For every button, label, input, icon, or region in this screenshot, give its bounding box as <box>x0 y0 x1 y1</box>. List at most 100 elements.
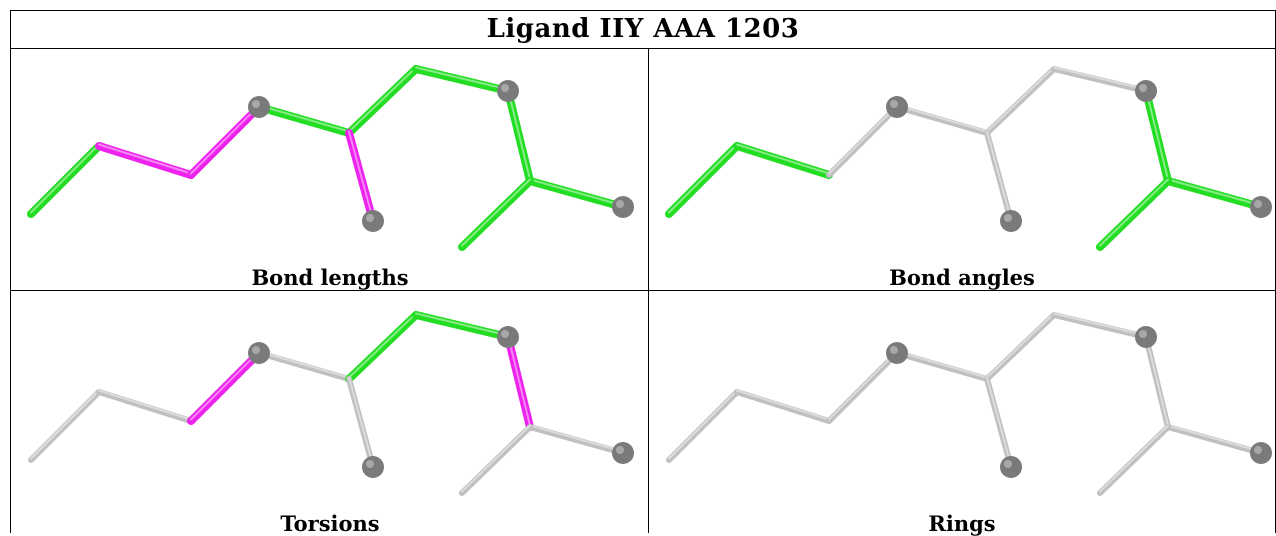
atom-sphere-6 <box>497 80 519 102</box>
atom-shine-6 <box>1139 330 1147 338</box>
bond-2-3 <box>826 104 900 178</box>
caption-bond-angles: Bond angles <box>889 265 1035 290</box>
bond-highlight-2-3 <box>828 350 898 421</box>
table-title: Ligand IIY AAA 1203 <box>486 14 800 44</box>
atom-shine-8 <box>1254 446 1262 454</box>
atom-sphere-10 <box>362 210 384 232</box>
atom-shine-6 <box>1139 84 1147 92</box>
bond-2-3 <box>187 103 263 179</box>
bond-4-5 <box>345 65 420 137</box>
atom-sphere-8 <box>612 442 634 464</box>
bond-highlight-0-1 <box>30 143 100 214</box>
bond-highlight-3-4 <box>258 104 350 133</box>
bond-6-7 <box>504 333 534 431</box>
bond-1-2 <box>733 142 833 179</box>
bond-1-2 <box>95 142 195 179</box>
bond-highlight-4-5 <box>986 312 1055 379</box>
atom-shine-3 <box>252 100 260 108</box>
caption-bond-lengths: Bond lengths <box>251 265 409 290</box>
bond-1-2 <box>734 389 832 424</box>
bond-7-9 <box>1097 424 1171 496</box>
atom-shine-8 <box>616 200 624 208</box>
atom-shine-6 <box>501 330 509 338</box>
molecule-view-torsions <box>28 311 634 496</box>
atom-shine-3 <box>890 100 898 108</box>
bond-highlight-7-8 <box>529 178 624 207</box>
atom-sphere-6 <box>1135 326 1157 348</box>
atom-sphere-10 <box>362 456 384 478</box>
bond-highlight-3-4 <box>258 350 350 379</box>
table-divider-center <box>648 48 649 533</box>
caption-torsions: Torsions <box>280 511 380 536</box>
atom-sphere-10 <box>1000 456 1022 478</box>
bond-2-3 <box>826 350 900 424</box>
bond-highlight-6-7 <box>507 334 531 427</box>
bond-7-9 <box>458 177 534 251</box>
bond-5-6 <box>412 65 512 95</box>
atom-sphere-8 <box>612 196 634 218</box>
atom-shine-8 <box>1254 200 1262 208</box>
atom-shine-3 <box>890 346 898 354</box>
bond-highlight-4-10 <box>986 376 1012 467</box>
atom-sphere-3 <box>886 342 908 364</box>
atom-shine-6 <box>501 84 509 92</box>
bond-highlight-2-3 <box>828 104 898 175</box>
bond-highlight-4-10 <box>986 130 1012 221</box>
bond-highlight-7-9 <box>461 178 531 247</box>
bond-3-4 <box>255 103 353 137</box>
bond-6-7 <box>504 87 534 185</box>
atom-sphere-6 <box>497 326 519 348</box>
bond-highlight-2-3 <box>190 104 260 175</box>
bond-highlight-4-10 <box>348 376 374 467</box>
bond-highlight-7-8 <box>1167 178 1262 207</box>
bond-highlight-5-6 <box>415 312 509 337</box>
bond-highlight-1-2 <box>736 143 830 175</box>
bond-3-4 <box>894 350 990 382</box>
bond-highlight-0-1 <box>30 389 100 460</box>
caption-rings: Rings <box>928 511 996 536</box>
bond-5-6 <box>1051 312 1149 340</box>
bond-7-9 <box>459 424 533 496</box>
bond-4-10 <box>984 376 1014 470</box>
bond-5-6 <box>412 311 512 341</box>
bond-highlight-4-5 <box>348 66 417 133</box>
bond-4-10 <box>345 129 377 225</box>
bond-4-5 <box>984 66 1057 136</box>
bond-highlight-7-8 <box>529 424 624 453</box>
bond-highlight-0-1 <box>668 389 738 460</box>
atom-sphere-6 <box>1135 80 1157 102</box>
bond-highlight-1-2 <box>98 143 192 175</box>
bond-highlight-6-7 <box>1145 88 1169 181</box>
bond-highlight-4-5 <box>348 312 417 379</box>
atom-sphere-3 <box>886 96 908 118</box>
bond-7-8 <box>527 424 626 456</box>
bond-7-8 <box>1165 424 1264 456</box>
bond-highlight-6-7 <box>507 88 531 181</box>
table-border-left <box>10 10 11 533</box>
ligand-validation-table: Ligand IIY AAA 1203 Bond lengths Bond an… <box>10 10 1276 536</box>
atom-shine-3 <box>252 346 260 354</box>
bond-highlight-6-7 <box>1145 334 1169 427</box>
bond-highlight-5-6 <box>1053 66 1147 91</box>
atom-shine-10 <box>366 460 374 468</box>
bond-3-4 <box>894 104 990 136</box>
bond-highlight-2-3 <box>190 350 260 421</box>
bond-highlight-3-4 <box>896 350 988 379</box>
atom-sphere-8 <box>1250 442 1272 464</box>
molecule-view-rings <box>666 312 1272 496</box>
atom-shine-10 <box>366 214 374 222</box>
bond-7-8 <box>526 177 627 211</box>
panel-bond-lengths: Bond lengths <box>11 49 649 290</box>
bond-highlight-7-9 <box>1099 178 1169 247</box>
bond-4-10 <box>346 376 376 470</box>
bond-highlight-5-6 <box>1053 312 1147 337</box>
bond-6-7 <box>1142 87 1172 185</box>
atom-sphere-3 <box>248 96 270 118</box>
bond-4-5 <box>984 312 1057 382</box>
bond-highlight-1-2 <box>736 389 830 421</box>
bond-4-10 <box>984 130 1014 224</box>
bond-highlight-0-1 <box>668 143 738 214</box>
bond-7-9 <box>1096 177 1172 251</box>
bond-7-8 <box>1164 177 1265 211</box>
bond-4-5 <box>345 311 420 383</box>
